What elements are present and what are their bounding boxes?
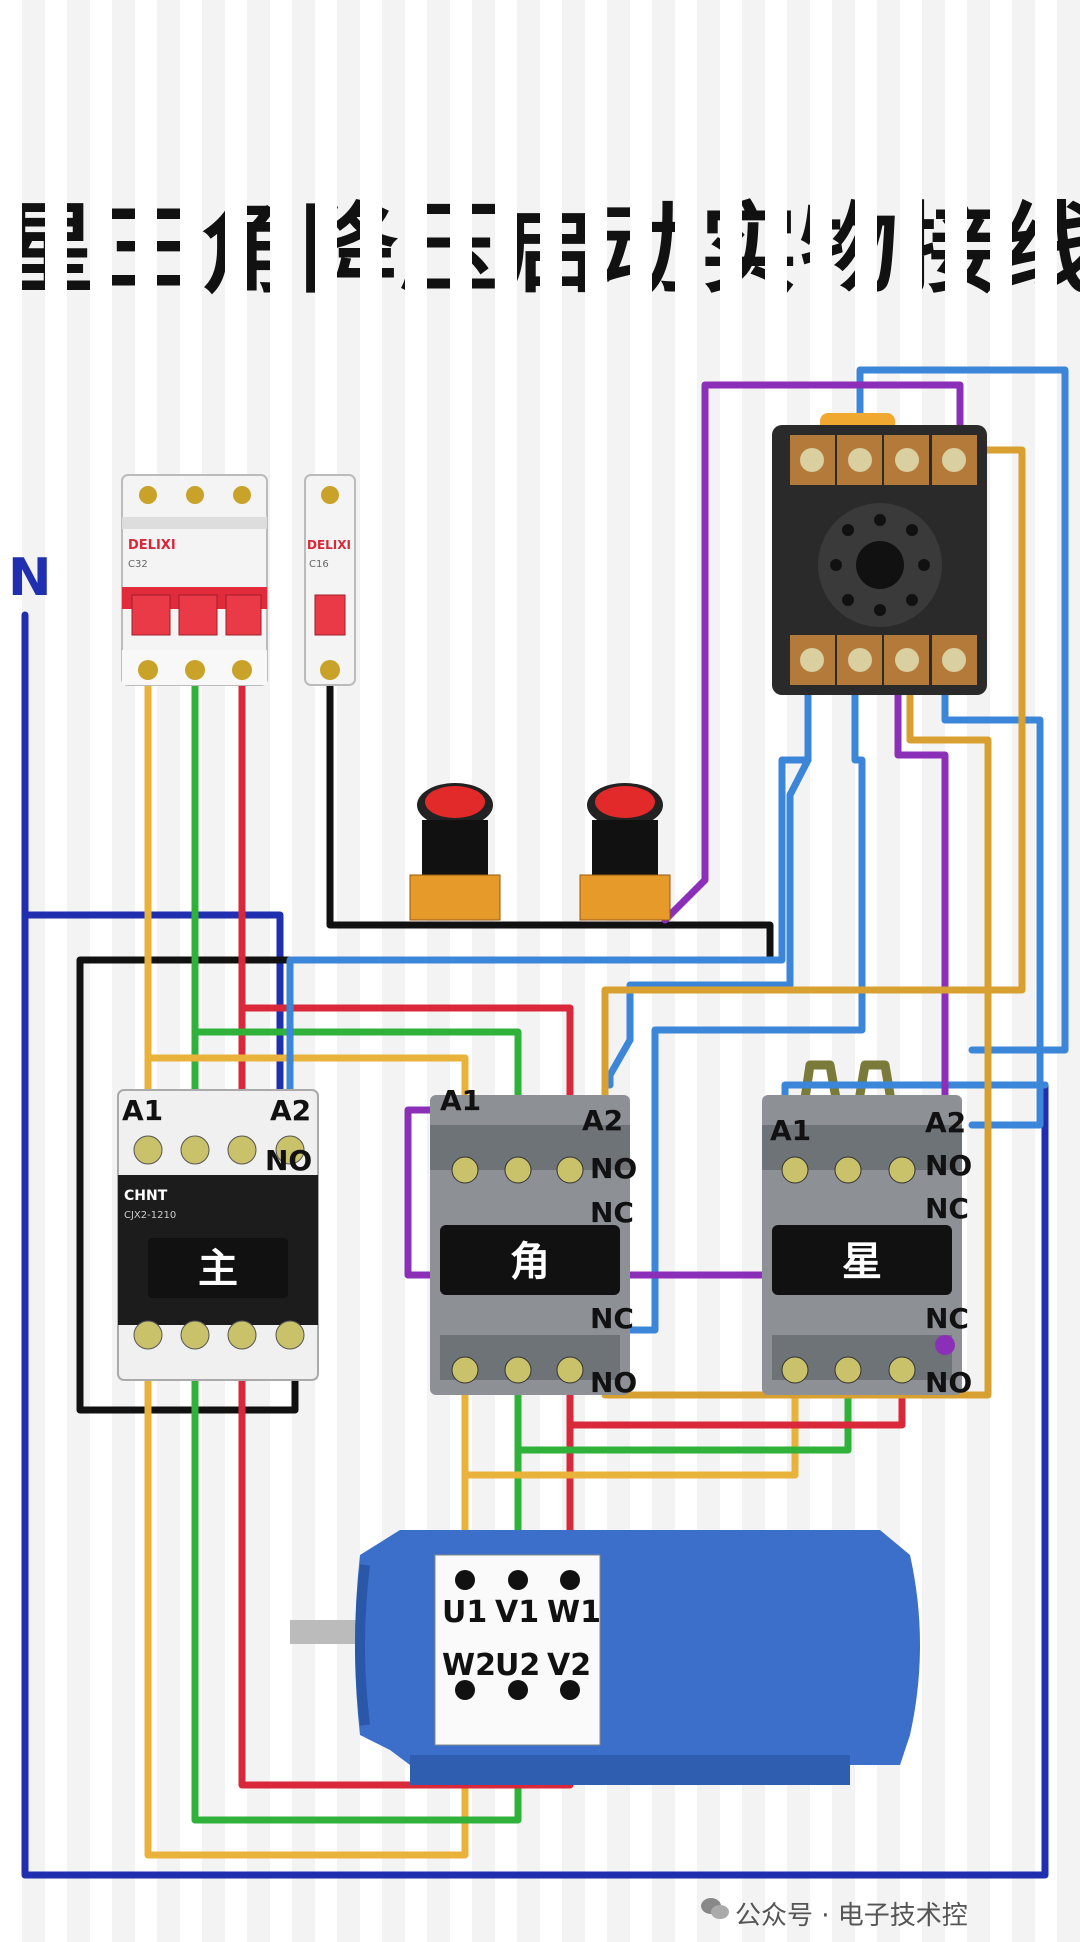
wire-blue-timer-2 <box>601 671 866 1334</box>
breaker-1p-rating: C16 <box>309 559 329 570</box>
bg-stripe <box>360 0 382 1942</box>
delta-a2-label: A2 <box>582 1104 623 1137</box>
contactor-main-brand: CHNT <box>124 1188 168 1204</box>
breaker-3p-brand: DELIXI <box>128 538 176 553</box>
contactor-delta-label: 角 <box>510 1239 550 1285</box>
contactor-main-label: 主 <box>198 1246 238 1292</box>
bg-stripe <box>540 0 562 1942</box>
bg-stripe <box>495 0 517 1942</box>
start-button[interactable] <box>579 783 671 921</box>
star-nc-top-label: NC <box>925 1192 969 1225</box>
bg-stripe <box>90 0 112 1942</box>
main-no-label: NO <box>265 1144 312 1177</box>
contactor-main: CHNT CJX2-1210 主 <box>117 1089 319 1381</box>
timer-relay <box>772 413 987 695</box>
bg-stripe <box>630 0 652 1942</box>
motor-terminal-dots <box>455 1570 580 1700</box>
wires <box>21 366 1069 1879</box>
bg-stripe <box>180 0 202 1942</box>
watermark: 公众号 · 电子技术控 <box>735 1901 968 1931</box>
breaker-3p-rating: C32 <box>128 559 148 570</box>
motor-v2-label: V2 <box>547 1648 591 1683</box>
bg-stripe <box>720 0 742 1942</box>
wechat-icon <box>701 1898 729 1919</box>
wire-blue-timer-3 <box>941 671 1044 1129</box>
contactor-main-model: CJX2-1210 <box>124 1210 176 1221</box>
star-no-bot-label: NO <box>925 1366 972 1399</box>
bg-stripe <box>585 0 607 1942</box>
bg-stripe <box>990 0 1012 1942</box>
wire-blue-timer-1 <box>286 671 812 1109</box>
star-no-top-label: NO <box>925 1149 972 1182</box>
breaker-3p: DELIXI C32 <box>121 474 268 686</box>
main-a1-label: A1 <box>122 1094 163 1127</box>
wire-blue-timer-top <box>856 366 1069 1054</box>
bg-stripe <box>675 0 697 1942</box>
breaker-1p: DELIXI C16 <box>304 474 356 686</box>
wire-blue-delta-nc <box>601 756 812 1089</box>
motor <box>290 1530 920 1785</box>
star-nc-bot-label: NC <box>925 1302 969 1335</box>
motor-w1-label: W1 <box>547 1595 601 1630</box>
delta-nc-top-label: NC <box>590 1196 634 1229</box>
contactor-delta: 角 <box>430 1095 630 1395</box>
motor-u2-label: U2 <box>495 1648 540 1683</box>
contactor-star: 星 <box>762 1095 962 1395</box>
main-a2-label: A2 <box>270 1094 311 1127</box>
bg-stripe <box>405 0 427 1942</box>
motor-w2-label: W2 <box>442 1648 496 1683</box>
motor-u1-label: U1 <box>442 1595 487 1630</box>
motor-v1-label: V1 <box>495 1595 539 1630</box>
delta-no-top-label: NO <box>590 1152 637 1185</box>
delta-nc-bot-label: NC <box>590 1302 634 1335</box>
bg-stripe <box>315 0 337 1942</box>
wire-neutral-to-main-a2 <box>21 911 284 1109</box>
wire-purple-timer-top <box>661 381 964 924</box>
wire-yellow-delta-star <box>461 1366 799 1479</box>
star-a1-label: A1 <box>770 1114 811 1147</box>
delta-no-bot-label: NO <box>590 1366 637 1399</box>
breaker-1p-brand: DELIXI <box>307 538 351 552</box>
star-a2-label: A2 <box>925 1106 966 1139</box>
contactor-star-label: 星 <box>842 1239 882 1285</box>
bg-stripe <box>0 0 22 1942</box>
delta-a1-label: A1 <box>440 1084 481 1117</box>
neutral-label: N <box>8 548 52 608</box>
bg-stripe <box>1035 0 1057 1942</box>
stop-button[interactable] <box>409 783 501 921</box>
bg-stripe <box>45 0 67 1942</box>
wire-purple-timer-bottom <box>894 671 949 1339</box>
wire-gold-timer-right <box>601 446 1026 1134</box>
